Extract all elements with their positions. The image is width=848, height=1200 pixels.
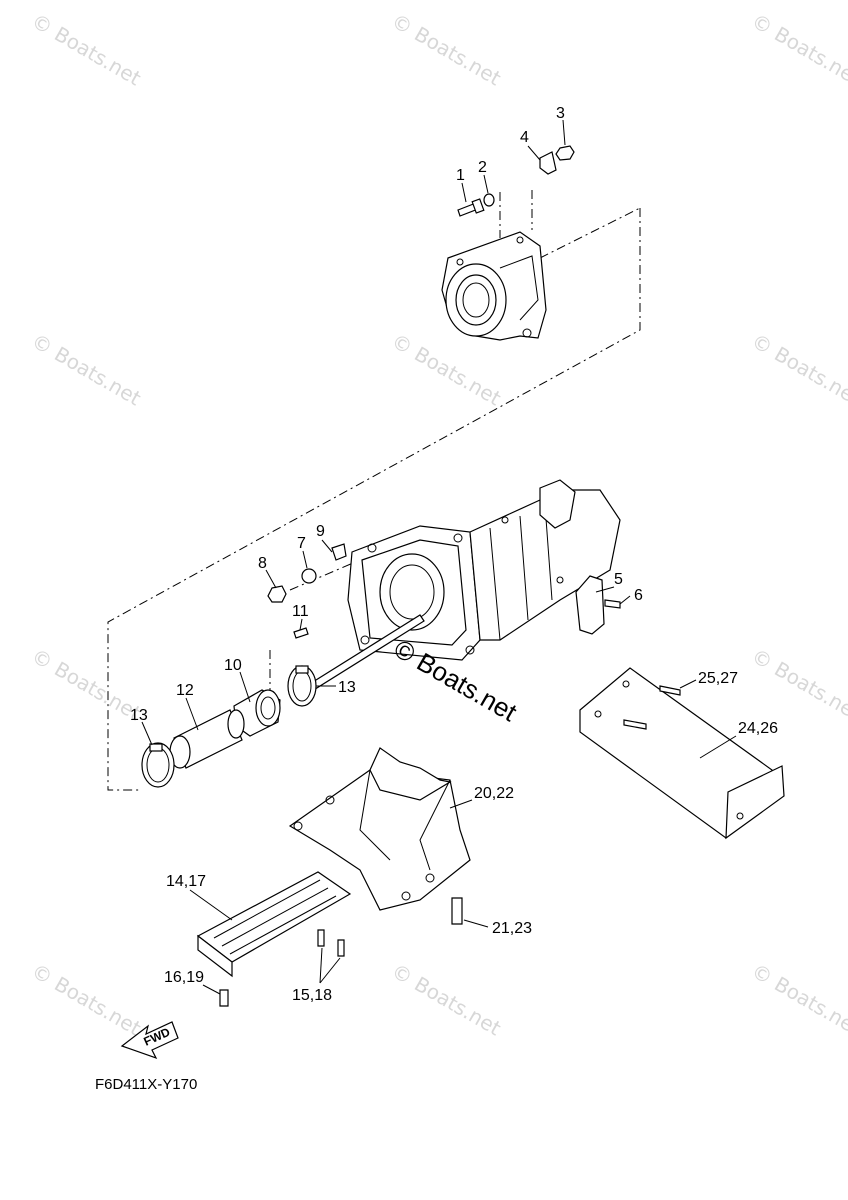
callout-4: 4 xyxy=(520,129,529,146)
nut-3 xyxy=(555,145,575,161)
jet-pump-assembly xyxy=(347,479,621,661)
watermark: © Boats.net xyxy=(28,9,146,91)
screw-15-18 xyxy=(337,939,345,957)
intake-grate-20-22 xyxy=(288,747,471,911)
callout-6: 6 xyxy=(634,587,643,604)
hose-clamp-13-right xyxy=(287,665,317,707)
grate-insert-14-17 xyxy=(196,871,352,978)
clip-9 xyxy=(331,543,347,561)
callout-10: 10 xyxy=(224,657,242,674)
bolt-1 xyxy=(457,198,485,217)
watermark: © Boats.net xyxy=(28,644,146,726)
watermark: © Boats.net xyxy=(748,644,848,726)
bolt-21-23 xyxy=(451,897,463,925)
callout-11: 11 xyxy=(292,603,309,620)
callout-13-left: 13 xyxy=(130,707,148,724)
leader-lines xyxy=(141,119,737,995)
screw-15-18 xyxy=(317,929,325,947)
diagram-code: F6D411X-Y170 xyxy=(95,1076,197,1093)
callout-2: 2 xyxy=(478,159,487,176)
screw-6 xyxy=(604,599,621,609)
screw-25-27 xyxy=(659,685,681,696)
callout-5: 5 xyxy=(614,571,623,588)
watermark: © Boats.net xyxy=(748,9,848,91)
screw-11 xyxy=(293,627,309,639)
nut-8 xyxy=(267,585,287,603)
watermark: © Boats.net xyxy=(748,959,848,1041)
callout-16-19: 16,19 xyxy=(164,969,204,986)
watermark: © Boats.net xyxy=(388,959,506,1041)
callout-13-right: 13 xyxy=(338,679,356,696)
callout-25-27: 25,27 xyxy=(698,670,738,687)
watermark: © Boats.net xyxy=(388,329,506,411)
callout-12: 12 xyxy=(176,682,194,699)
watermark: © Boats.net xyxy=(748,329,848,411)
callout-20-22: 20,22 xyxy=(474,785,514,802)
callout-14-17: 14,17 xyxy=(166,873,206,890)
watermark: © Boats.net xyxy=(28,329,146,411)
callout-21-23: 21,23 xyxy=(492,920,532,937)
bearing-housing xyxy=(441,231,547,341)
callout-9: 9 xyxy=(316,523,325,540)
callout-1: 1 xyxy=(456,167,465,184)
plate-24-26 xyxy=(579,667,785,840)
washer-7 xyxy=(301,568,317,584)
hose-12 xyxy=(169,709,245,769)
hose-clamp-13-left xyxy=(141,742,175,788)
washer-2 xyxy=(483,193,495,207)
screw-16-19 xyxy=(219,989,229,1007)
assembly-dash-link xyxy=(539,207,641,259)
assembly-dash-link xyxy=(289,559,361,591)
block-5 xyxy=(575,575,605,635)
watermark: © Boats.net xyxy=(28,959,146,1041)
screw-25-27 xyxy=(623,719,647,730)
plate-4 xyxy=(539,151,557,175)
seal-housing-10 xyxy=(233,689,281,737)
callout-15-18: 15,18 xyxy=(292,987,332,1004)
callout-24-26: 24,26 xyxy=(738,720,778,737)
callout-3: 3 xyxy=(556,105,565,122)
watermark: © Boats.net xyxy=(388,9,506,91)
callout-8: 8 xyxy=(258,555,267,572)
assembly-dash-outline xyxy=(107,208,641,791)
callout-7: 7 xyxy=(297,535,306,552)
callout-labels: 1 2 3 4 5 6 7 8 9 10 11 12 13 13 14,17 1… xyxy=(130,105,778,1004)
